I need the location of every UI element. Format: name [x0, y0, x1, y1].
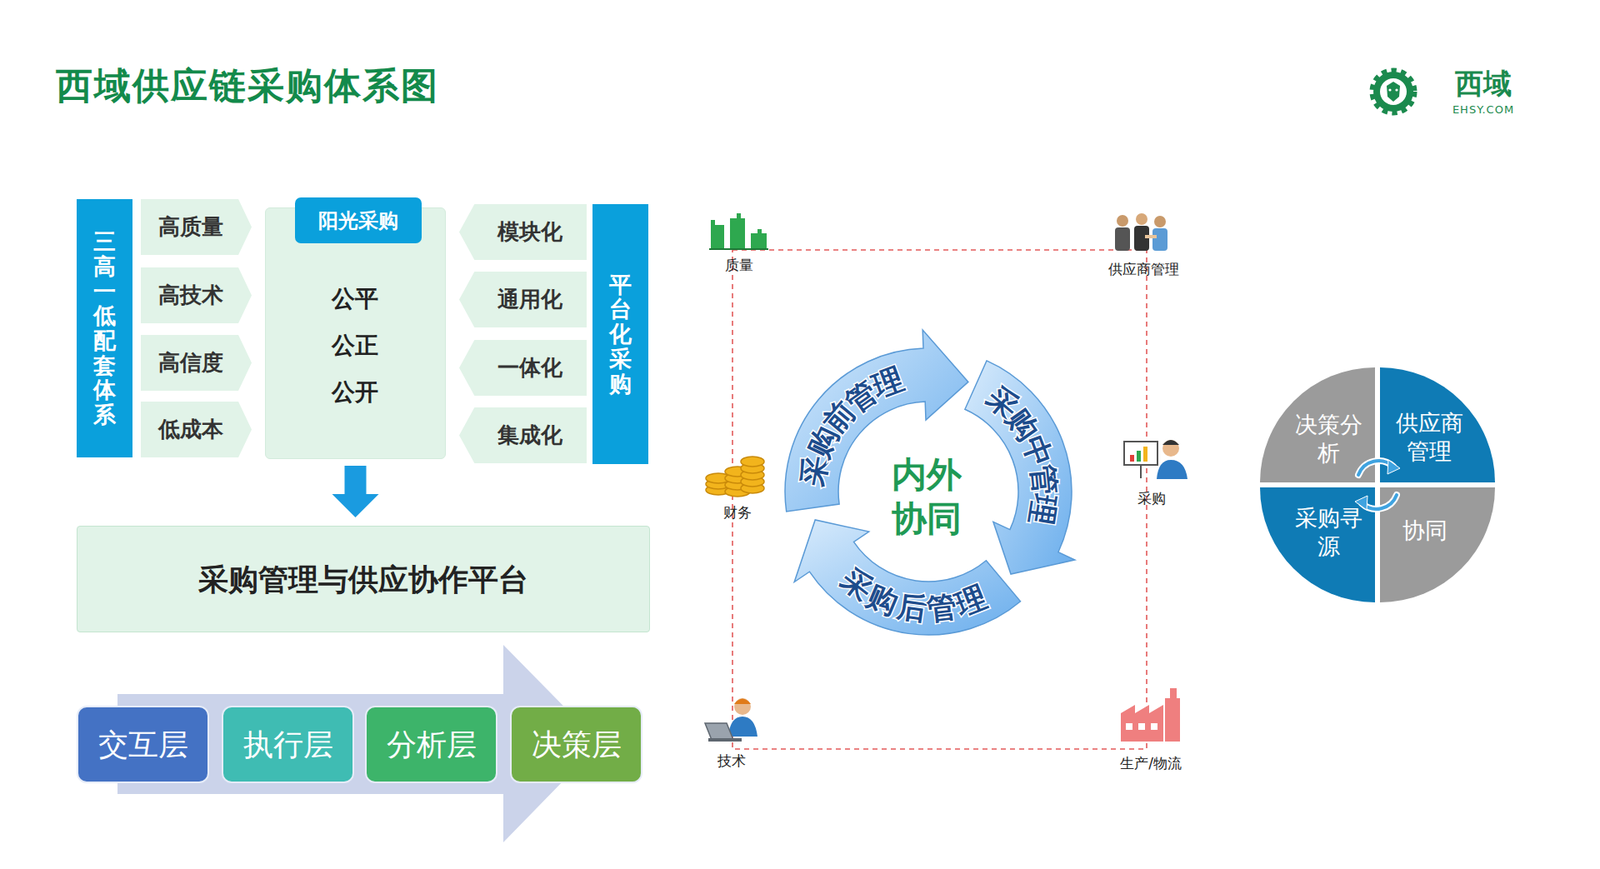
factory-icon — [1120, 688, 1180, 742]
node-quad: 供应商管理 — [1380, 367, 1495, 483]
node-text: 一体化 — [497, 354, 563, 382]
text-label: 西域 — [1455, 65, 1512, 104]
cycle-stage-text: 采购后管理 — [834, 560, 991, 626]
cycle-stage-text: 采购前管理 — [794, 360, 908, 490]
text-label: 财务 — [723, 503, 752, 523]
logo-icon — [1373, 71, 1414, 112]
node-text: 交互层 — [98, 725, 189, 764]
supplier-icon — [1115, 213, 1168, 251]
node-text: 决策分析 — [1293, 410, 1364, 468]
cycle-stage-text: 采购后管理 — [834, 560, 991, 626]
node-chevR: 高质量 — [140, 199, 252, 255]
node-text: 分析层 — [386, 725, 477, 764]
node-band: 平台化采购 — [592, 204, 649, 465]
text-label: 供应商管理 — [1108, 260, 1180, 280]
text-label: EHSY.COM — [1452, 103, 1515, 116]
node-text: 阳光采购 — [318, 208, 399, 234]
purchase-icon — [1124, 440, 1188, 480]
text-label: 生产/物流 — [1120, 754, 1182, 774]
page-title: 西域供应链采购体系图 — [55, 61, 440, 111]
node-text: 高质量 — [158, 213, 224, 241]
text-label: 采购 — [1137, 489, 1166, 509]
node-chevR: 低成本 — [140, 401, 252, 458]
node-layer: 交互层 — [76, 705, 210, 784]
node-band: 三高一低配套体系 — [76, 199, 133, 458]
node-layer: 分析层 — [365, 705, 498, 784]
tech-icon — [705, 698, 758, 742]
flow-arrow — [332, 465, 380, 518]
finance-icon — [705, 456, 765, 497]
node-hdr: 阳光采购 — [295, 197, 422, 244]
node-text: 模块化 — [497, 218, 563, 246]
cycle-stage-text: 采购中管理 — [980, 379, 1063, 528]
node-quad: 决策分析 — [1260, 367, 1375, 483]
node-layer: 决策层 — [510, 705, 643, 784]
node-layer: 执行层 — [221, 705, 355, 784]
node-text: 高信度 — [158, 349, 224, 377]
node-text: 协同 — [1390, 516, 1460, 545]
node-text: 三高一低配套体系 — [93, 229, 116, 428]
node-chevL: 集成化 — [459, 407, 587, 464]
node-text: 高技术 — [158, 281, 224, 310]
node-text: 供应商管理 — [1394, 409, 1465, 466]
node-chevL: 一体化 — [459, 340, 587, 396]
node-chevL: 模块化 — [459, 204, 587, 260]
node-quad: 协同 — [1380, 487, 1495, 603]
node-text: 集成化 — [497, 421, 563, 450]
node-text: 公平 公正 公开 — [328, 275, 382, 416]
node-text: 执行层 — [243, 725, 334, 764]
quality-icon — [709, 213, 769, 250]
node-chevR: 高技术 — [140, 267, 252, 324]
node-text: 低成本 — [158, 415, 224, 444]
node-chevR: 高信度 — [140, 335, 252, 391]
collab-frame — [732, 250, 1147, 750]
node-text: 决策层 — [531, 725, 622, 764]
cycle-stage-text: 采购前管理 — [794, 360, 908, 490]
node-text: 采购管理与供应协作平台 — [198, 560, 529, 599]
text-label: 内外协同 — [888, 453, 965, 541]
node-text: 平台化采购 — [609, 272, 632, 396]
text-label: 质量 — [725, 255, 754, 275]
node-cbox: 公平 公正 公开 阳光采购 — [265, 207, 446, 460]
cycle-stage-text: 采购中管理 — [980, 379, 1063, 528]
node-quad: 采购寻源 — [1260, 487, 1375, 603]
node-chevL: 通用化 — [459, 271, 587, 328]
node-text: 采购寻源 — [1293, 504, 1364, 561]
cycle-arrow — [965, 360, 1075, 575]
node-plat: 采购管理与供应协作平台 — [76, 525, 650, 633]
node-text: 通用化 — [497, 285, 563, 314]
text-label: 技术 — [717, 751, 746, 771]
